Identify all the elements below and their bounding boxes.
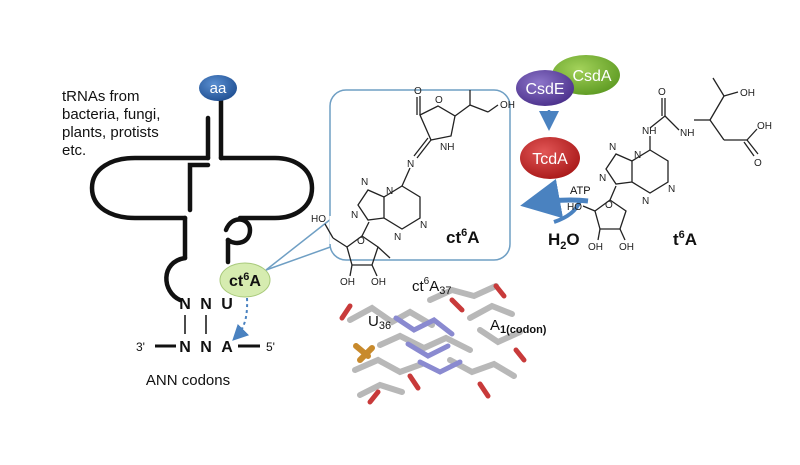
trna-source-line-4: etc.	[62, 142, 86, 159]
ct6a-to-codon-arrow	[232, 297, 250, 341]
trna-cloverleaf	[89, 97, 315, 303]
svg-text:N: N	[634, 150, 641, 161]
codon-5-prime-label: 5'	[266, 340, 275, 354]
anticodon-base-2: N	[200, 296, 212, 313]
svg-text:N: N	[394, 232, 401, 243]
svg-text:OH: OH	[619, 242, 634, 253]
callout-ct6a-label: ct6A	[446, 227, 480, 247]
csde-label: CsdE	[525, 81, 564, 98]
ct6a-molecule-drawing	[324, 90, 499, 277]
svg-text:OH: OH	[740, 88, 755, 99]
svg-text:N: N	[668, 184, 675, 195]
t6a-label: t6A	[673, 229, 697, 249]
ct6a-structure-callout	[265, 89, 511, 271]
trna-source-line-3: plants, protists	[62, 124, 159, 141]
trna-source-line-1: tRNAs from	[62, 88, 140, 105]
svg-text:N: N	[361, 177, 368, 188]
svg-text:N: N	[386, 186, 393, 197]
aa-label: aa	[210, 80, 227, 97]
svg-text:HO: HO	[311, 214, 326, 225]
svg-text:O: O	[754, 158, 762, 169]
reaction-arrow	[520, 178, 589, 219]
anticodon-base-3: U	[221, 296, 233, 313]
structure-label-u36: U36	[368, 313, 391, 332]
svg-text:HO: HO	[567, 202, 582, 213]
svg-text:NH: NH	[680, 128, 694, 139]
svg-text:NH: NH	[440, 142, 454, 153]
csde-enzyme: CsdE	[516, 70, 574, 106]
t6a-molecule-atoms: OH O NH NH OH O N N N N N O HO OH OH	[567, 87, 772, 253]
svg-text:O: O	[414, 86, 422, 97]
ct6a-modification-badge: ct6A	[219, 262, 271, 298]
codon-base-3: A	[221, 339, 233, 356]
ct6a-molecule-atoms: O O NH OH N N N N N N O HO OH OH	[311, 86, 515, 288]
trna-source-line-2: bacteria, fungi,	[62, 106, 160, 123]
crystal-structure-sticks	[339, 283, 527, 405]
tcda-label: TcdA	[532, 151, 568, 168]
svg-text:OH: OH	[588, 242, 603, 253]
svg-text:O: O	[435, 95, 443, 106]
tcda-enzyme: TcdA	[520, 137, 580, 179]
ct6a-badge-label: ct6A	[229, 271, 261, 290]
ann-codons-caption: ANN codons	[146, 372, 230, 389]
structure-label-ct6a37: ct6A37	[412, 276, 452, 297]
csda-label: CsdA	[572, 68, 611, 85]
codon-base-2: N	[200, 339, 212, 356]
anticodon-base-1: N	[179, 296, 191, 313]
svg-text:NH: NH	[642, 126, 656, 137]
svg-text:N: N	[407, 159, 414, 170]
svg-text:O: O	[605, 200, 613, 211]
structure-label-a1-codon: A1(codon)	[490, 317, 547, 336]
svg-text:OH: OH	[340, 277, 355, 288]
svg-text:N: N	[642, 196, 649, 207]
svg-text:N: N	[351, 210, 358, 221]
water-release-arrow	[553, 200, 582, 224]
t6a-molecule-drawing	[582, 77, 759, 241]
base-pair-lines	[184, 315, 207, 334]
svg-text:OH: OH	[371, 277, 386, 288]
svg-text:O: O	[658, 87, 666, 98]
water-label: H2O	[548, 230, 580, 252]
svg-text:OH: OH	[757, 121, 772, 132]
svg-text:O: O	[357, 236, 365, 247]
svg-text:N: N	[599, 173, 606, 184]
codon-base-1: N	[179, 339, 191, 356]
svg-text:OH: OH	[500, 100, 515, 111]
codon-3-prime-label: 3'	[136, 340, 145, 354]
svg-text:N: N	[420, 220, 427, 231]
svg-text:N: N	[609, 142, 616, 153]
atp-label: ATP	[570, 185, 591, 197]
aa-badge: aa	[199, 75, 237, 101]
